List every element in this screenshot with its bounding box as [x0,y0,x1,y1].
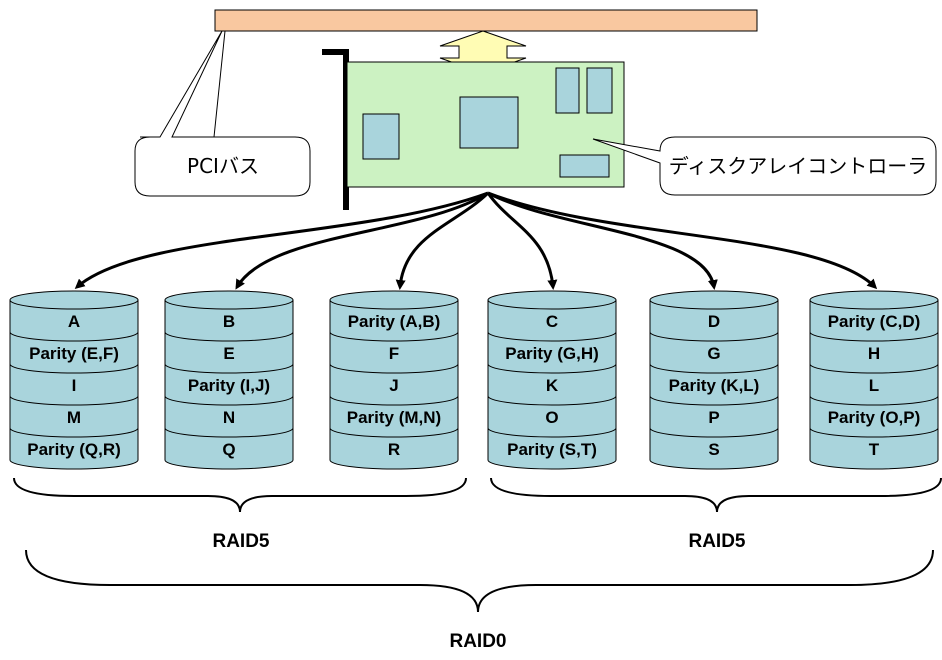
disk-band-separator [9,331,139,342]
disk-2: BE Parity (I,J) NQ [164,290,294,470]
raid5-group-brace-right [490,477,942,513]
chip [559,154,610,178]
raid5-group-label-left: RAID5 [212,531,269,552]
disk-band-separator [649,427,779,438]
disk-stripe-label: I [72,376,77,395]
disk-stripe-label: Parity (S,T) [507,440,597,459]
disk-stripe-label: Q [222,440,235,459]
card-bracket [322,49,349,210]
disk-stripe-label: Parity (Q,R) [27,440,121,459]
disk-top [9,290,139,310]
disk-stripe-label: Parity (G,H) [505,344,599,363]
disk-band-separator [329,427,459,438]
pci-bus-bar [214,9,758,32]
disk-band-separator [649,363,779,374]
disk-band-separator [329,331,459,342]
disk-stripe-label: L [869,376,879,395]
disk-stripe-label: Parity (O,P) [828,408,921,427]
disk-stripe-label: Parity (E,F) [29,344,119,363]
disk-array: A Parity (E,F) IM Parity (Q,R) BE Parity (I,J… [9,290,939,470]
disk-3: Parity (A,B) FJ Parity (M,N) R [329,290,459,470]
disk-stripe-label: F [389,344,399,363]
disk-6: Parity (C,D) HL Parity (O,P) T [809,290,939,470]
raid5-group-brace-left [13,477,467,513]
chip [586,67,613,114]
pci-bus-callout-line [213,30,226,138]
disk-1: A Parity (E,F) IM Parity (Q,R) [9,290,139,470]
disk-top [329,290,459,310]
disk-band-separator [487,363,617,374]
disk-stripe-label: N [223,408,235,427]
disk-band-separator [809,331,939,342]
disk-stripe-label: Parity (I,J) [188,376,270,395]
disk-body [809,299,939,470]
disk-band-separator [164,363,294,374]
disk-band-separator [809,395,939,406]
raid0-brace [25,549,934,613]
disk-band-separator [487,427,617,438]
disk-stripe-label: R [388,440,400,459]
disk-stripe-label: P [708,408,719,427]
disk-band-separator [487,395,617,406]
disk-top [809,290,939,310]
disk-body [329,299,459,470]
disk-body [487,299,617,470]
disk-stripe-label: B [223,312,235,331]
disk-stripe-label: Parity (C,D) [828,312,921,331]
disk-stripe-label: O [545,408,558,427]
disk-stripe-label: D [708,312,720,331]
disk-body [649,299,779,470]
raid0-label: RAID0 [449,631,506,652]
disk-4: C Parity (G,H) KO Parity (S,T) [487,290,617,470]
controller-to-disk-arrows [74,191,878,290]
pci-bus-callout [134,30,311,197]
disk-body [164,299,294,470]
disk-stripe-label: H [868,344,880,363]
controller-callout [592,136,937,196]
disk-stripe-label: T [869,440,880,459]
disk-stripe-label: K [546,376,559,395]
pci-bus-label: PCIバス [187,154,259,178]
disk-band-separator [329,363,459,374]
disk-band-separator [809,363,939,374]
disk-5: DG Parity (K,L) PS [649,290,779,470]
chip [555,67,580,114]
controller-label: ディスクアレイコントローラ [669,154,928,178]
disk-band-separator [9,395,139,406]
disk-stripe-label: E [223,344,234,363]
arrow-to-disk-4 [486,192,558,290]
disk-top [487,290,617,310]
arrow-to-disk-2 [235,191,489,290]
disk-band-separator [164,331,294,342]
disk-band-separator [649,331,779,342]
disk-band-separator [649,395,779,406]
disk-band-separator [329,395,459,406]
disk-band-separator [809,427,939,438]
chip [459,96,519,149]
disk-top [164,290,294,310]
arrow-to-disk-6 [487,191,878,290]
arrow-to-disk-3 [395,191,490,290]
arrow-to-disk-1 [74,191,489,289]
disk-band-separator [9,427,139,438]
chip [362,113,400,160]
disk-band-separator [164,395,294,406]
disk-stripe-label: C [546,312,558,331]
disk-stripe-label: Parity (A,B) [348,312,441,331]
disk-stripe-label: Parity (M,N) [347,408,441,427]
disk-stripe-label: M [67,408,81,427]
disk-band-separator [9,363,139,374]
disk-top [649,290,779,310]
raid5-group-label-right: RAID5 [688,531,745,552]
disk-stripe-label: Parity (K,L) [669,376,760,395]
disk-stripe-label: G [707,344,720,363]
disk-stripe-label: A [68,312,80,331]
disk-band-separator [164,427,294,438]
disk-body [9,299,139,470]
disk-stripe-label: S [708,440,719,459]
disk-stripe-label: J [389,376,398,395]
arrow-to-disk-5 [487,191,718,290]
disk-band-separator [487,331,617,342]
